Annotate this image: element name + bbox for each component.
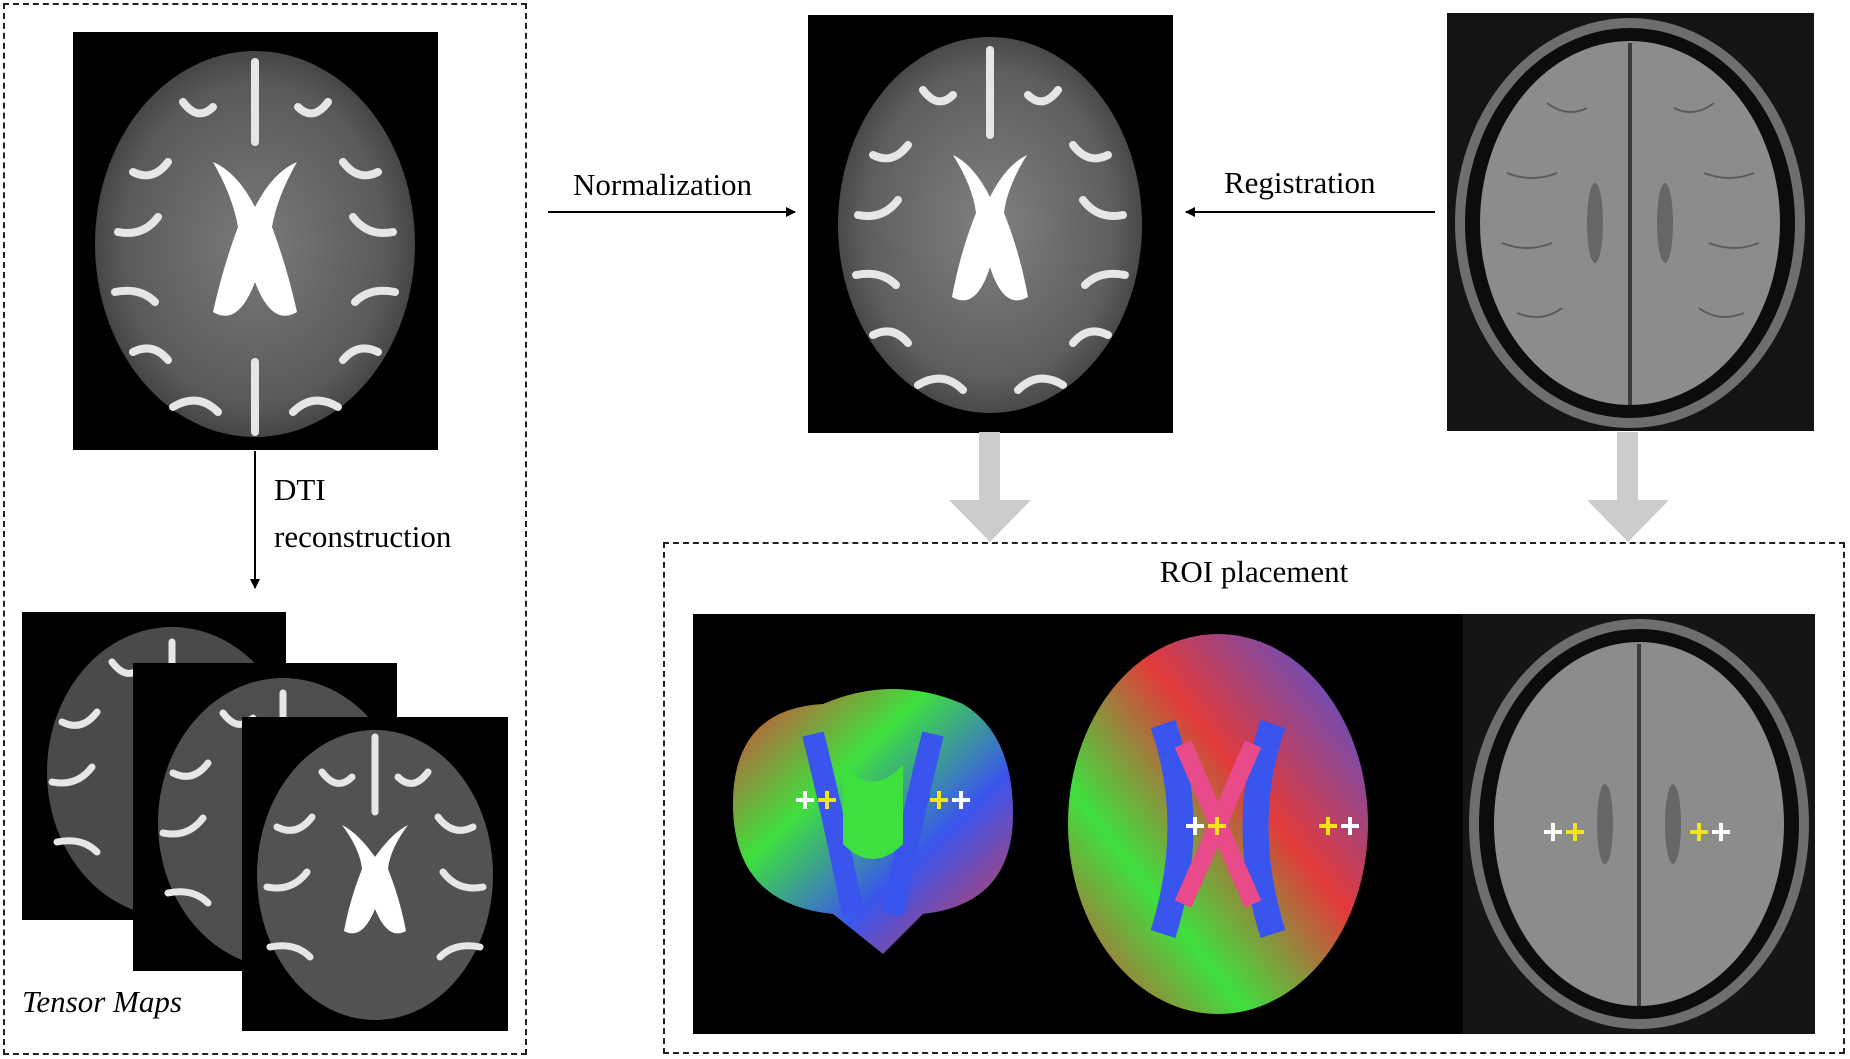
roi-image-strip xyxy=(693,614,1815,1034)
normalized-dwi-brain-image xyxy=(808,15,1173,433)
roi-placement-label: ROI placement xyxy=(1159,554,1349,589)
normalization-label: Normalization xyxy=(573,167,753,202)
down-arrow-swi xyxy=(1587,432,1669,542)
tensor-maps-label: Tensor Maps xyxy=(22,984,182,1019)
registration-label: Registration xyxy=(1224,165,1376,200)
preprocessing-dashed-frame xyxy=(3,3,527,1055)
dti-reconstruction-label-line2: reconstruction xyxy=(274,519,452,554)
native-dwi-brain-image xyxy=(73,32,438,450)
down-arrow-normalized xyxy=(949,432,1031,542)
tensor-map-front xyxy=(242,717,508,1031)
dti-reconstruction-label-line1: DTI xyxy=(274,472,326,507)
swi-brain-image xyxy=(1447,13,1814,431)
roi-placement-dashed-frame xyxy=(663,542,1845,1054)
